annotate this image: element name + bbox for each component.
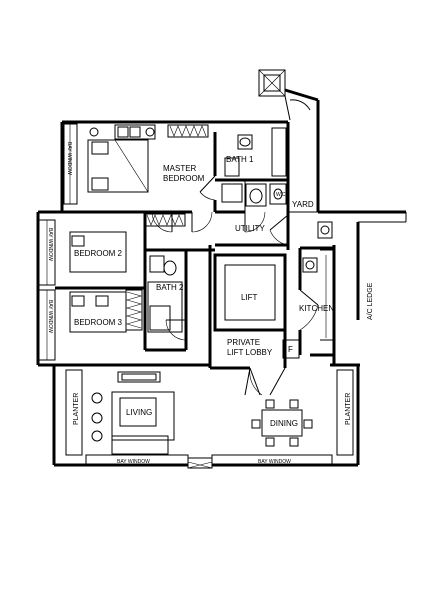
label-wc: W.C [276, 192, 286, 198]
label-bay-window-bottom-right: BAY WINDOW [258, 459, 291, 465]
label-bay-window-bed2: BAY WINDOW [47, 228, 53, 261]
label-planter-right: PLANTER [345, 393, 352, 425]
furniture [69, 124, 333, 469]
label-bath2: BATH 2 [156, 283, 184, 292]
label-bay-window-master: BAY WINDOW [66, 142, 72, 175]
label-kitchen: KITCHEN [299, 304, 334, 313]
label-f-box: F [288, 345, 293, 354]
label-bath1: BATH 1 [226, 155, 254, 164]
doors [151, 175, 319, 396]
label-bay-window-bed3: BAY WINDOW [47, 300, 53, 333]
label-bay-window-bottom-left: BAY WINDOW [117, 459, 150, 465]
label-bedroom2: BEDROOM 2 [74, 249, 123, 258]
label-ac-ledge: A/C LEDGE [367, 282, 374, 320]
label-private-lift-lobby-1: PRIVATE [227, 338, 260, 347]
label-utility: UTILITY [235, 224, 265, 233]
label-planter-left: PLANTER [73, 393, 80, 425]
label-bedroom3: BEDROOM 3 [74, 318, 123, 327]
label-dining: DINING [270, 419, 298, 428]
interior-walls [55, 132, 335, 370]
label-yard: YARD [292, 200, 314, 209]
room-labels: MASTER BEDROOM BATH 1 YARD UTILITY BEDRO… [47, 142, 374, 465]
label-private-lift-lobby-2: LIFT LOBBY [227, 348, 273, 357]
label-master-bedroom-1: MASTER [163, 164, 197, 173]
label-lift: LIFT [241, 293, 258, 302]
label-living: LIVING [126, 408, 152, 417]
label-master-bedroom-2: BEDROOM [163, 174, 205, 183]
